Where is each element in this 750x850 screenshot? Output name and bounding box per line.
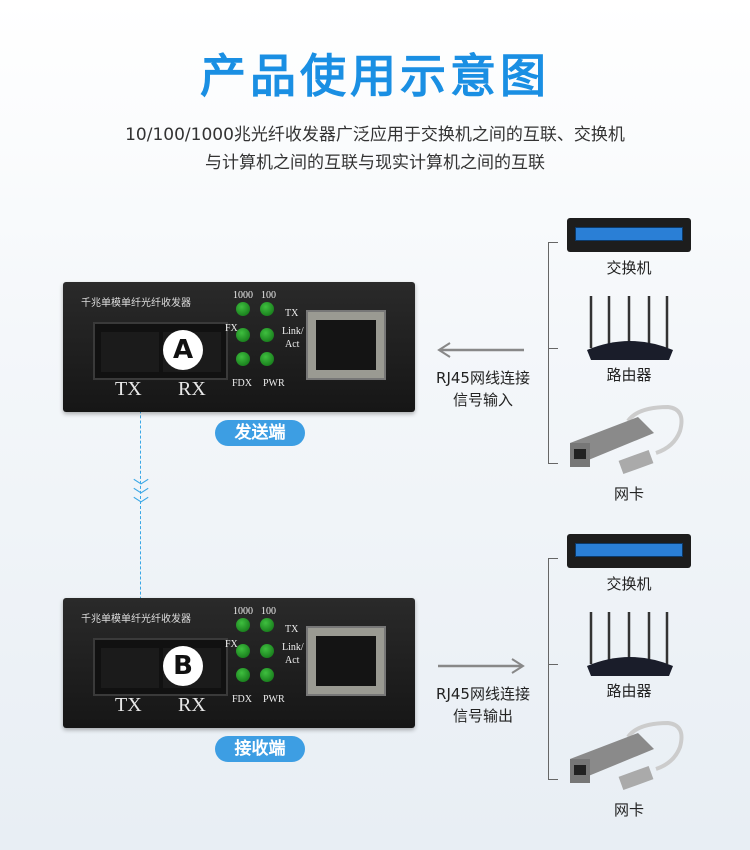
rx-label: RX [178,694,206,716]
led-label: Act [285,339,300,350]
led-fx [236,328,250,342]
arrow-left-icon [437,342,524,358]
marker-badge: B [163,646,203,686]
nic-image [570,720,684,791]
router-image [587,296,673,360]
bracket-tick [548,664,558,665]
switch-image [567,218,691,252]
rx-label: RX [178,378,206,400]
role-badge: 接收端 [215,736,305,762]
device-name: 千兆单模单纤光纤收发器 [81,298,191,309]
label-switch: 交换机 [606,259,652,277]
arrow-text-1: RJ45网线连接 [436,685,530,703]
rj45-port [306,310,386,380]
device-name: 千兆单模单纤光纤收发器 [81,614,191,625]
subtitle-line-1: 10/100/1000兆光纤收发器广泛应用于交换机之间的互联、交换机 [125,125,625,145]
tx-label: TX [115,378,142,400]
led-pwr [260,352,274,366]
tx-label: TX [115,694,142,716]
led-label: Act [285,655,300,666]
label-nic: 网卡 [613,485,644,503]
fiber-transceiver-b: 千兆单模单纤光纤收发器 B TX RX 1000 100 TX FX Link/… [63,598,415,728]
bracket [548,242,558,464]
label-nic: 网卡 [613,801,644,819]
arrow-text-1: RJ45网线连接 [436,369,530,387]
sfp-port [93,322,228,380]
led-label: FDX [232,378,253,389]
fiber-transceiver-a: 千兆单模单纤光纤收发器 A TX RX 1000 100 TX FX Link/… [63,282,415,412]
led-label: PWR [263,378,285,389]
led-label: PWR [263,694,285,705]
led-label: 1000 [233,290,253,301]
led-fdx [236,668,250,682]
led-1000 [236,618,250,632]
led-label: FX [225,323,238,334]
router-image [587,612,673,676]
led-label: FDX [232,694,253,705]
led-label: 1000 [233,606,253,617]
sfp-port [93,638,228,696]
label-router: 路由器 [606,682,652,700]
bracket [548,558,558,780]
led-label: 100 [261,290,276,301]
arrow-text-2: 信号输入 [452,391,513,409]
rj45-port [306,626,386,696]
led-label: Link/ [282,642,304,653]
bracket-tick [548,348,558,349]
led-label: 100 [261,606,276,617]
role-badge: 发送端 [215,420,305,446]
led-label: TX [285,308,299,319]
fiber-line [140,350,141,655]
led-pwr [260,668,274,682]
arrow-text-2: 信号输出 [452,707,513,725]
led-fx [236,644,250,658]
arrow-right-icon [438,658,525,674]
led-link [260,328,274,342]
label-switch: 交换机 [606,575,652,593]
led-100 [260,302,274,316]
led-label: Link/ [282,326,304,337]
marker-badge: A [163,330,203,370]
led-label: FX [225,639,238,650]
page-title: 产品使用示意图 [200,49,550,103]
nic-image [570,404,684,475]
switch-image [567,534,691,568]
chevron-down-icon: ﹀﹀﹀ [132,477,149,514]
led-label: TX [285,624,299,635]
led-1000 [236,302,250,316]
led-fdx [236,352,250,366]
led-100 [260,618,274,632]
subtitle-line-2: 与计算机之间的互联与现实计算机之间的互联 [205,153,545,173]
led-link [260,644,274,658]
label-router: 路由器 [606,366,652,384]
